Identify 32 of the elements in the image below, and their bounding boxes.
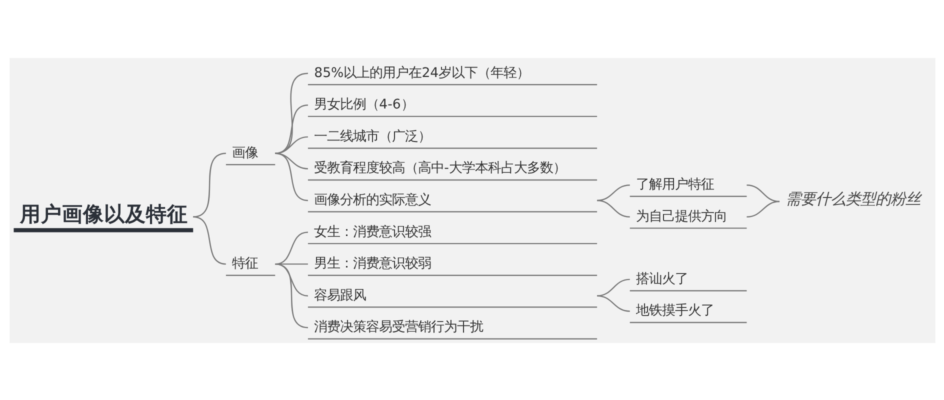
- node-text: 消费决策容易受营销行为干扰: [314, 320, 483, 335]
- connector: [274, 262, 308, 328]
- node-text: 女生：消费意识较强: [314, 224, 431, 240]
- node-text: 画像: [232, 145, 258, 160]
- node-text: 搭讪火了: [636, 271, 688, 286]
- connector: [274, 136, 308, 154]
- connector: [192, 216, 226, 264]
- node-text: 男生：消费意识较弱: [314, 256, 431, 272]
- connector: [746, 184, 780, 202]
- node-text: 特征: [232, 256, 258, 272]
- connector: [596, 278, 630, 296]
- connector: [274, 104, 308, 154]
- node-text: 为自己提供方向: [636, 208, 727, 224]
- connector: [596, 294, 630, 312]
- connector: [274, 152, 308, 201]
- connector: [746, 200, 780, 218]
- node-text: 用户画像以及特征: [19, 202, 188, 226]
- connector: [596, 184, 630, 201]
- connector: [274, 72, 308, 154]
- connector: [596, 199, 630, 218]
- node-text: 需要什么类型的粉丝: [785, 190, 920, 208]
- node-text: 容易跟风: [314, 288, 366, 303]
- node-text: 一二线城市（广泛）: [314, 128, 431, 144]
- node-text: 地铁摸手火了: [636, 303, 714, 318]
- node-text: 画像分析的实际意义: [314, 192, 431, 208]
- node-text: 了解用户特征: [636, 177, 714, 192]
- node-text: 85%以上的用户在24岁以下（年轻）: [314, 65, 530, 80]
- node-text: 男女比例（4-6）: [314, 97, 414, 112]
- node-text: 受教育程度较高（高中-大学本科占大多数）: [314, 160, 566, 176]
- connector: [192, 152, 226, 217]
- connector: [274, 231, 308, 264]
- connector: [274, 262, 308, 296]
